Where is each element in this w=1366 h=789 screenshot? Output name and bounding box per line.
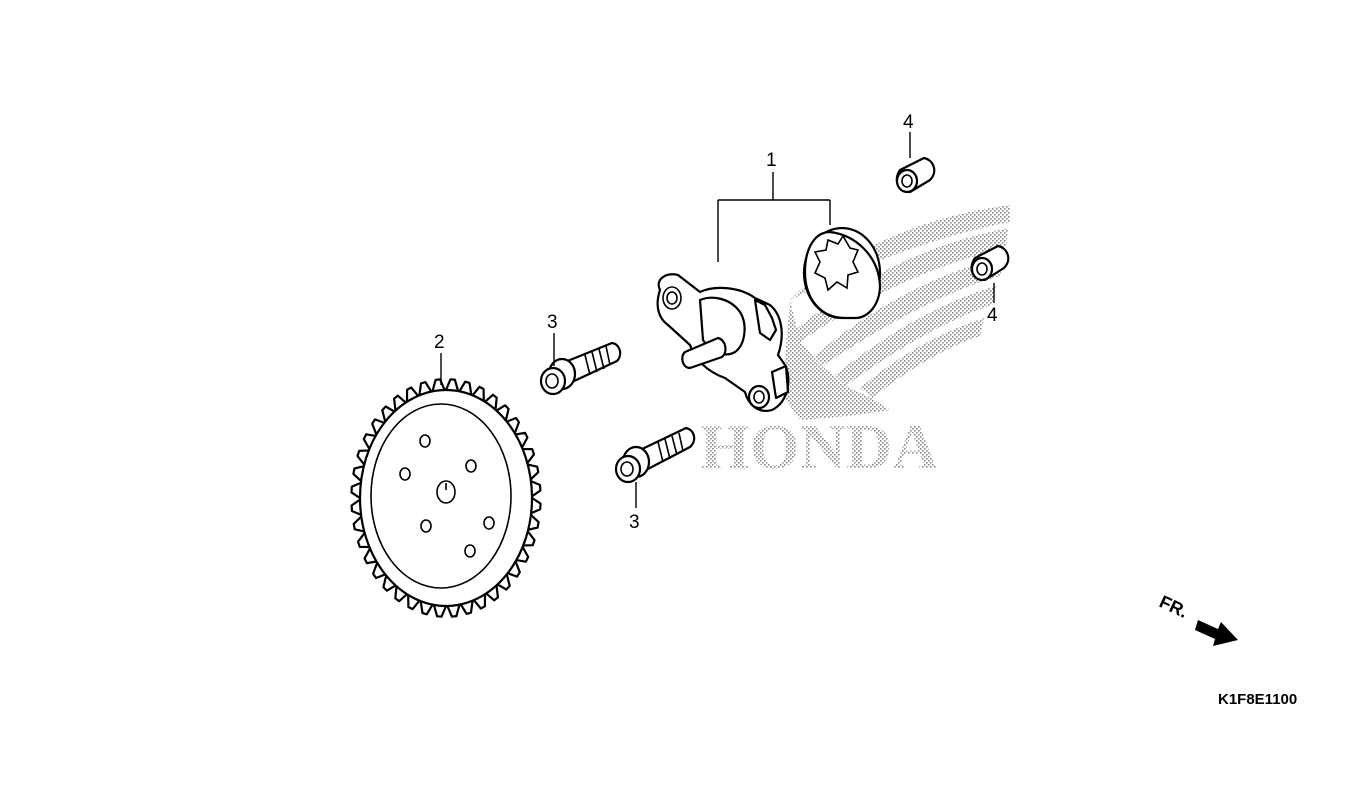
dowel-pin-lower [970,244,1010,282]
front-direction-label: FR. [1156,591,1191,621]
front-direction-indicator: FR. [1156,591,1238,646]
honda-wing-watermark [782,205,1010,420]
callout-dowel-pin-upper: 4 [903,112,914,133]
honda-watermark-text: HONDA [700,411,938,482]
callout-dowel-pin-lower: 4 [987,305,998,326]
callout-oil-pump-assy: 1 [766,150,777,171]
diagram-code: K1F8E1100 [1218,691,1297,708]
leader-lines [440,132,995,508]
callout-flange-bolt-lower: 3 [629,512,640,533]
dowel-pin-upper [895,156,936,194]
flange-bolt-lower [614,426,696,484]
oil-pump-outer-rotor [802,226,882,320]
callout-driven-sprocket: 2 [434,332,445,353]
driven-sprocket [350,378,542,618]
arrow-right-icon [1195,620,1238,646]
flange-bolt-upper [539,341,622,396]
oil-pump-body [656,273,790,412]
callout-flange-bolt-upper: 3 [547,312,558,333]
